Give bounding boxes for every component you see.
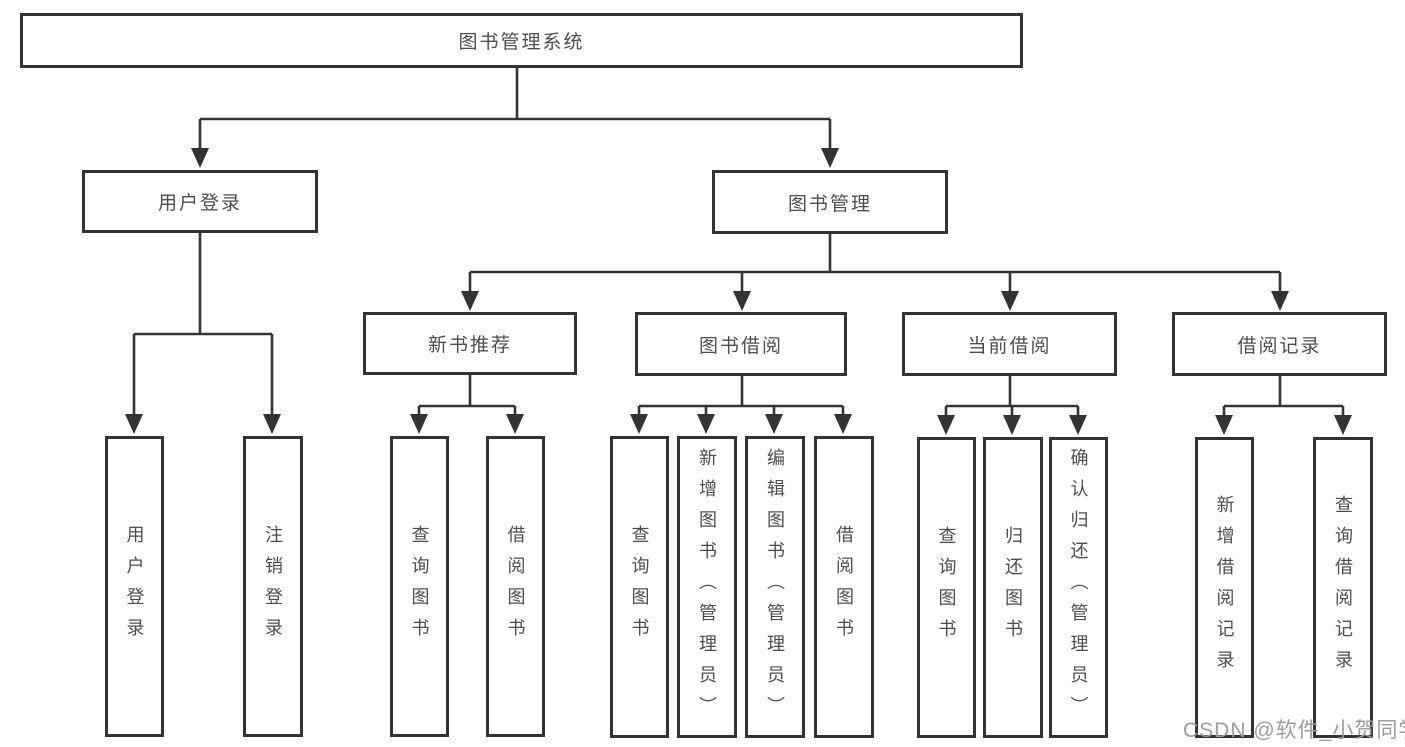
node-user-login-label: 用户登录 — [157, 193, 242, 214]
leaf-user-login-label: 用户登录 — [124, 524, 145, 649]
leaf-confirm-return-admin: 确认归还（管理员） — [1049, 437, 1108, 738]
leaf-query-books-recommend-label: 查询图书 — [409, 524, 430, 649]
leaf-query-books-current: 查询图书 — [917, 437, 976, 738]
leaf-user-login: 用户登录 — [105, 436, 164, 737]
node-book-management: 图书管理 — [712, 170, 948, 234]
node-book-borrow-label: 图书借阅 — [698, 335, 783, 357]
node-current-borrow-label: 当前借阅 — [967, 335, 1052, 357]
leaf-query-books-borrow: 查询图书 — [610, 436, 669, 738]
leaf-edit-book-admin: 编辑图书（管理员） — [745, 436, 805, 738]
node-new-book-recommend-label: 新书推荐 — [427, 335, 512, 356]
leaf-add-borrow-record-label: 新增借阅记录 — [1214, 494, 1235, 681]
leaf-logout-label: 注销登录 — [263, 524, 283, 649]
node-borrow-records: 借阅记录 — [1172, 312, 1387, 376]
leaf-add-borrow-record: 新增借阅记录 — [1195, 437, 1254, 738]
leaf-query-borrow-record: 查询借阅记录 — [1313, 437, 1373, 738]
leaf-query-books-recommend: 查询图书 — [390, 436, 449, 737]
leaf-add-book-admin: 新增图书（管理员） — [677, 436, 737, 738]
leaf-add-book-admin-label: 新增图书（管理员） — [697, 447, 717, 727]
node-book-management-label: 图书管理 — [787, 193, 872, 215]
node-root-label: 图书管理系统 — [458, 32, 585, 53]
node-borrow-records-label: 借阅记录 — [1237, 335, 1322, 357]
leaf-edit-book-admin-label: 编辑图书（管理员） — [765, 447, 785, 727]
node-new-book-recommend: 新书推荐 — [363, 312, 577, 375]
leaf-return-books-label: 归还图书 — [1003, 525, 1023, 650]
leaf-borrow-books-recommend-label: 借阅图书 — [505, 524, 526, 649]
leaf-logout: 注销登录 — [243, 436, 303, 737]
leaf-borrow-books-recommend: 借阅图书 — [486, 436, 545, 737]
node-root: 图书管理系统 — [20, 13, 1023, 68]
node-current-borrow: 当前借阅 — [902, 312, 1117, 376]
leaf-return-books: 归还图书 — [983, 437, 1043, 738]
leaf-confirm-return-admin-label: 确认归还（管理员） — [1068, 448, 1089, 727]
leaf-borrow-books: 借阅图书 — [814, 436, 874, 738]
leaf-query-borrow-record-label: 查询借阅记录 — [1333, 494, 1353, 681]
leaf-query-books-current-label: 查询图书 — [936, 525, 957, 650]
leaf-borrow-books-label: 借阅图书 — [834, 525, 854, 649]
node-book-borrow: 图书借阅 — [635, 312, 847, 376]
csdn-watermark: CSDN @软件_小贺同学 — [1183, 719, 1405, 742]
leaf-query-books-borrow-label: 查询图书 — [629, 525, 650, 649]
node-user-login: 用户登录 — [82, 170, 318, 233]
